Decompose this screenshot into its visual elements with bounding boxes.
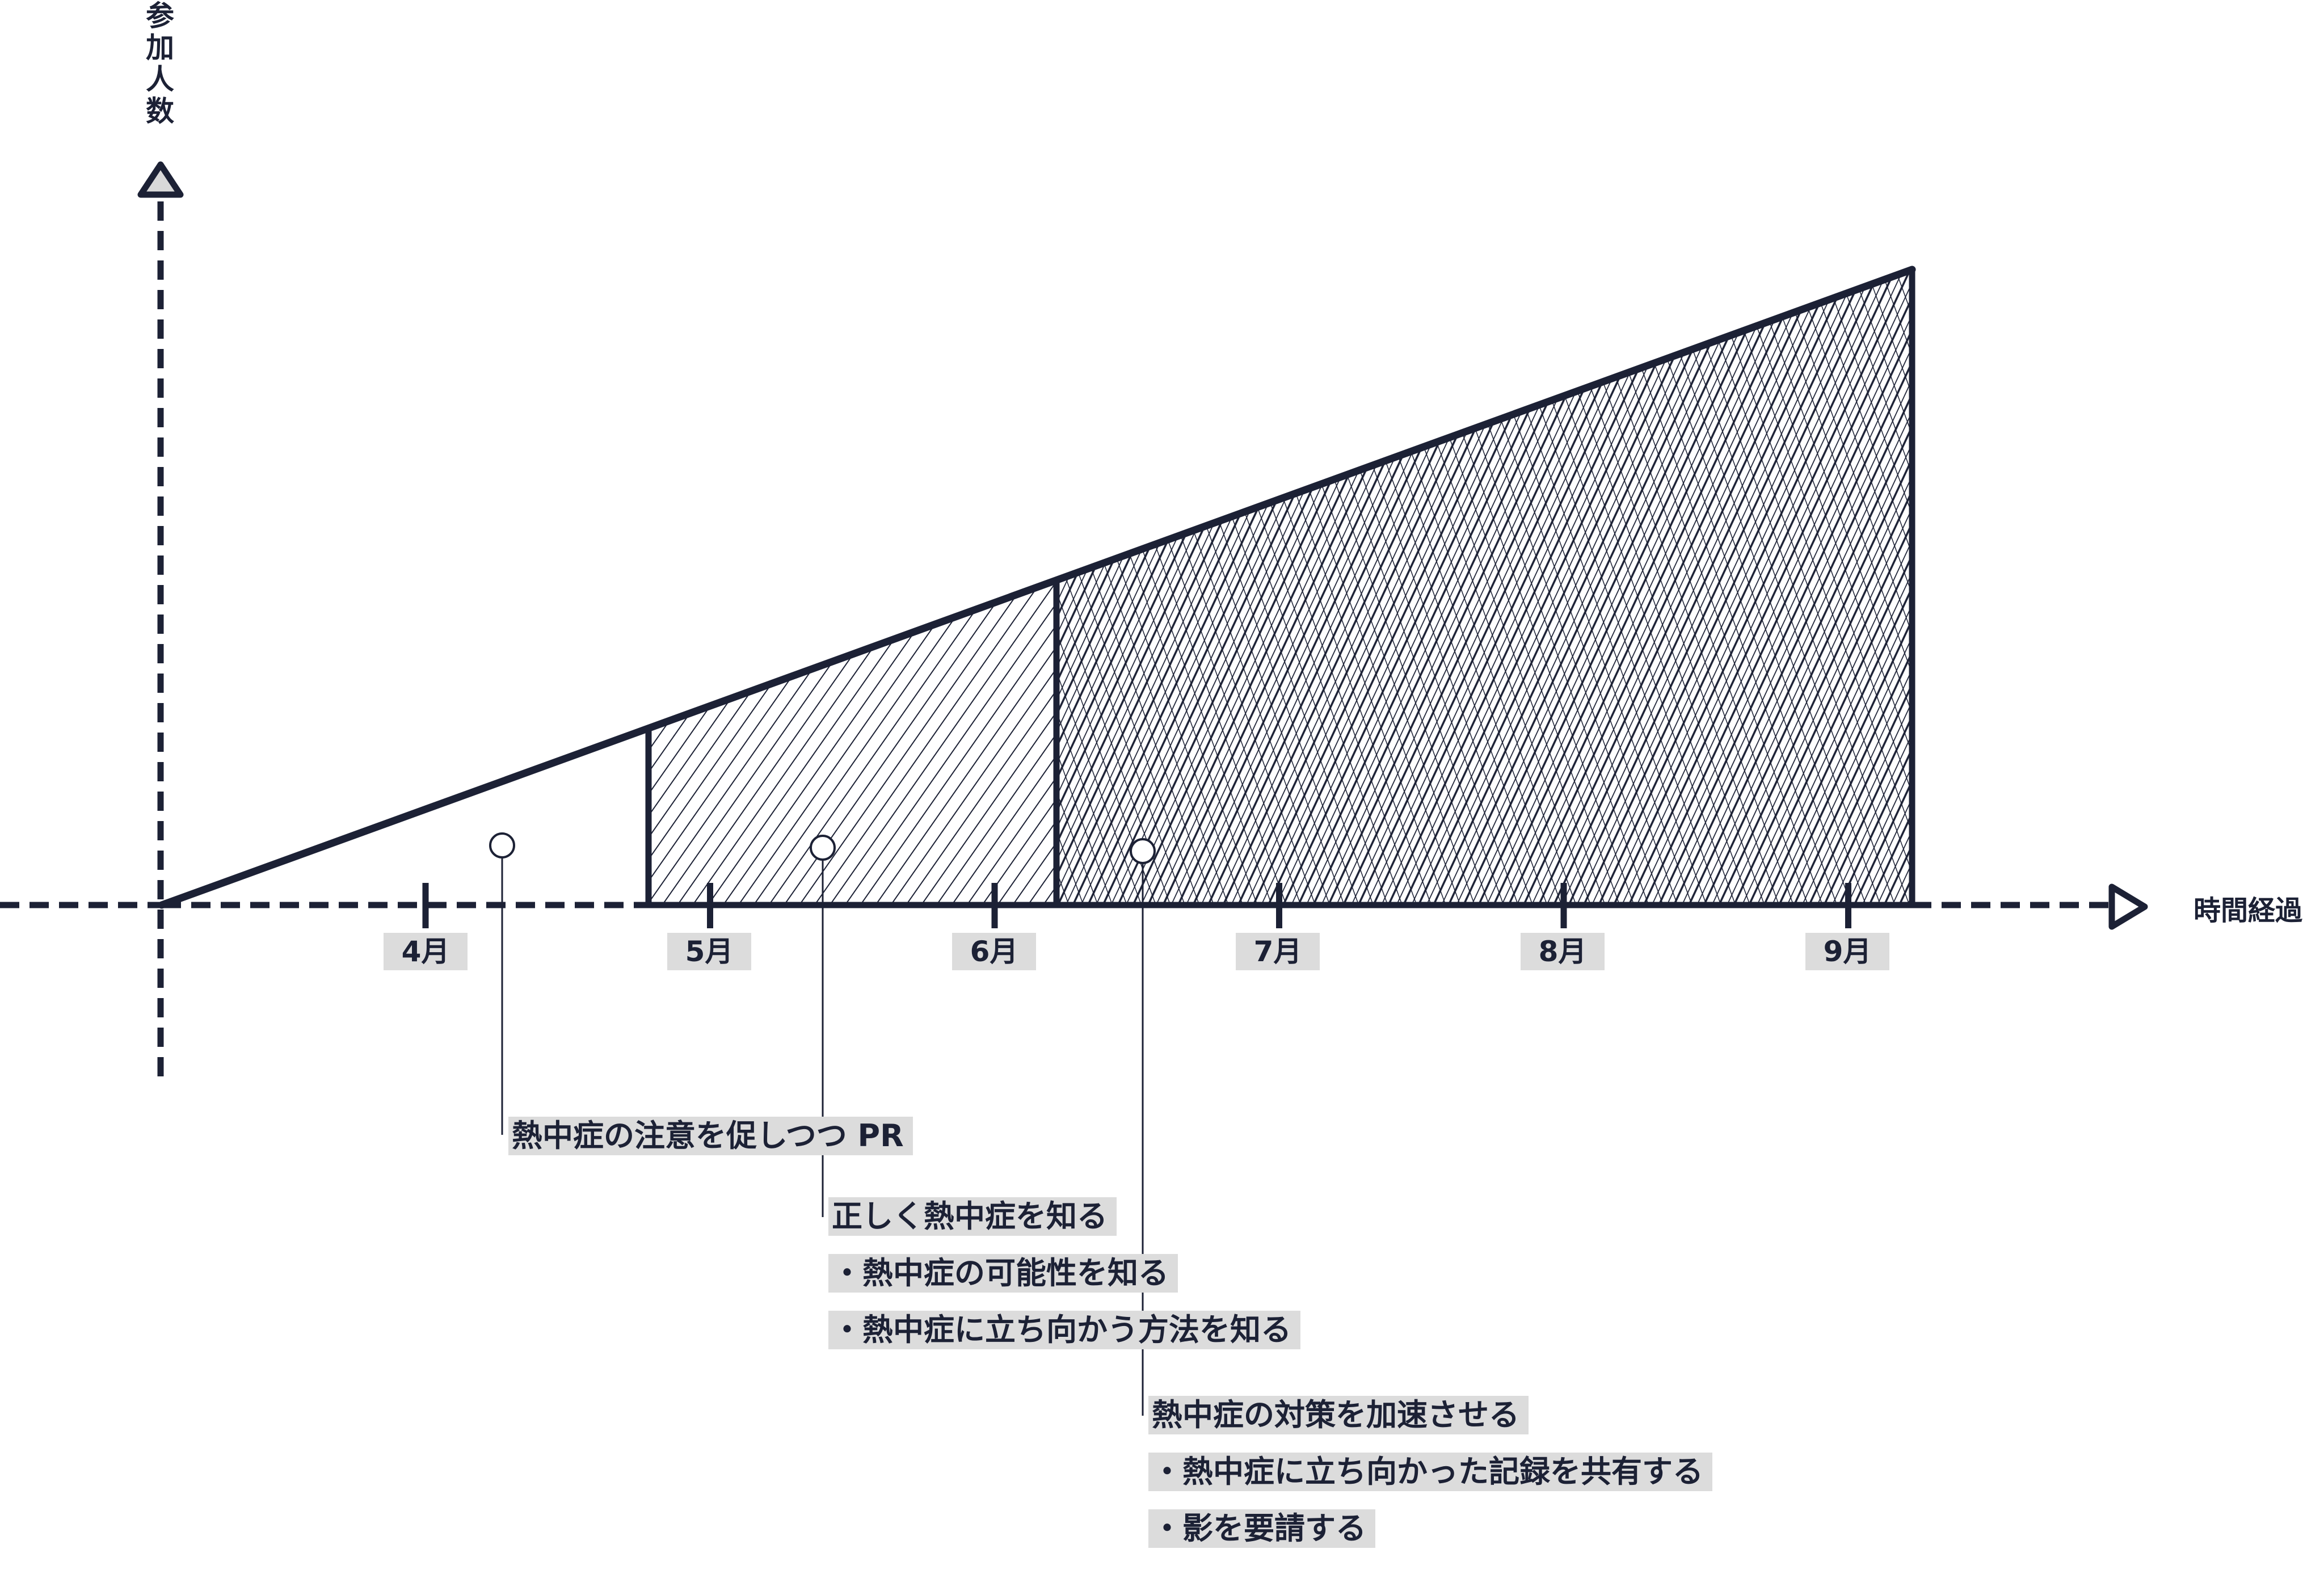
- growth-line: [158, 266, 1916, 909]
- tick-label-aug: 8月: [1521, 933, 1605, 970]
- x-axis-arrow-icon: [2108, 883, 2148, 930]
- note-acceleration-item-2: ・影を要請する: [1148, 1509, 1375, 1548]
- note-understanding-item-1: ・熱中症の可能性を知る: [828, 1254, 1178, 1293]
- y-axis-title: 参加人数: [146, 0, 174, 128]
- note-understanding-item-2: ・熱中症に立ち向かう方法を知る: [828, 1311, 1300, 1349]
- note-acceleration-title: 熱中症の対策を加速させる: [1148, 1396, 1529, 1434]
- note-understanding-title: 正しく熱中症を知る: [828, 1197, 1117, 1236]
- tick-label-jun: 6月: [952, 933, 1036, 970]
- note-acceleration-item-1: ・熱中症に立ち向かった記録を共有する: [1148, 1453, 1712, 1491]
- phase-region-acceleration-crosshatch: [1056, 270, 1912, 905]
- callout-marker-understanding: [810, 835, 836, 861]
- tick-label-sep: 9月: [1805, 933, 1889, 970]
- callout-marker-awareness: [489, 832, 515, 858]
- month-ticks: [422, 883, 1851, 928]
- phase-region-understanding: [649, 582, 1056, 905]
- x-axis-title: 時間経過: [2194, 895, 2303, 927]
- y-axis-arrow-icon: [137, 161, 184, 198]
- tick-label-apr: 4月: [384, 933, 468, 970]
- note-awareness-title: 熱中症の注意を促しつつ PR: [508, 1117, 913, 1155]
- tick-label-may: 5月: [667, 933, 751, 970]
- tick-label-jul: 7月: [1236, 933, 1320, 970]
- callout-marker-acceleration: [1130, 838, 1156, 864]
